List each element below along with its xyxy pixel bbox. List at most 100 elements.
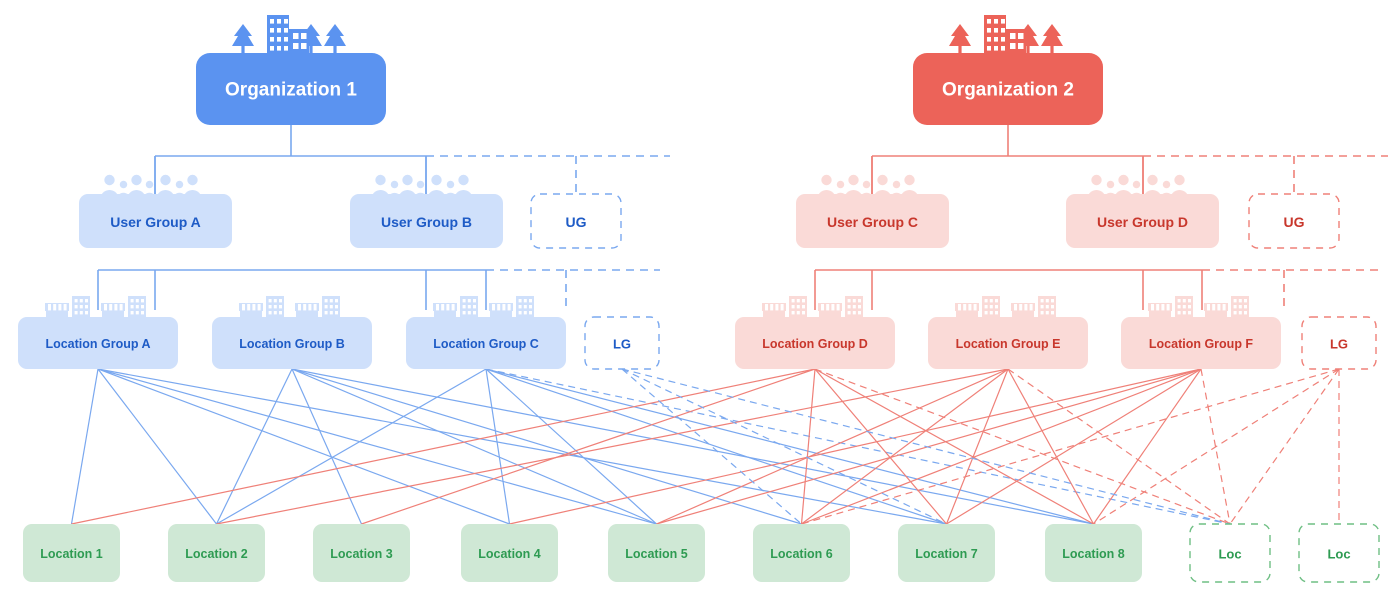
- location-group-node[interactable]: Location Group E: [928, 317, 1088, 369]
- mesh-link: [485, 368, 511, 525]
- location-placeholder-box[interactable]: [1298, 523, 1380, 583]
- node-label: Location Group B: [239, 337, 345, 351]
- mesh-link: [814, 368, 947, 525]
- user-group-node[interactable]: User Group B: [350, 194, 503, 248]
- node-label: Location Group F: [1149, 337, 1254, 351]
- location-node-box[interactable]: [461, 524, 558, 582]
- location-group-node[interactable]: Location Group C: [406, 317, 566, 369]
- mesh-link: [361, 368, 816, 525]
- location-group-node-box[interactable]: [735, 317, 895, 369]
- user-group-node[interactable]: User Group A: [79, 194, 232, 248]
- mesh-link: [656, 368, 1202, 525]
- location-placeholder[interactable]: Loc: [1189, 523, 1271, 583]
- node-label: Organization 2: [942, 80, 1074, 101]
- hierarchy-bus: [814, 269, 1378, 310]
- location-group-node[interactable]: Location Group A: [18, 317, 178, 369]
- organization-node[interactable]: Organization 2: [913, 53, 1103, 125]
- mesh-link: [215, 368, 293, 525]
- location-node[interactable]: Location 3: [313, 524, 410, 582]
- node-label: User Group A: [110, 214, 201, 230]
- location-group-node[interactable]: Location Group F: [1121, 317, 1281, 369]
- mesh-link: [291, 368, 802, 525]
- node-label: UG: [566, 214, 587, 230]
- location-group-placeholder-box[interactable]: [1301, 316, 1377, 370]
- node-label: Organization 1: [225, 80, 357, 101]
- location-node-box[interactable]: [753, 524, 850, 582]
- organization-node-box[interactable]: [913, 53, 1103, 125]
- node-label: Loc: [1327, 547, 1350, 562]
- node-label: Location 7: [915, 547, 978, 561]
- location-node-box[interactable]: [313, 524, 410, 582]
- node-label: LG: [1330, 337, 1348, 352]
- location-node[interactable]: Location 8: [1045, 524, 1142, 582]
- location-node-box[interactable]: [608, 524, 705, 582]
- node-label: Location Group D: [762, 337, 868, 351]
- mesh-link: [801, 368, 1009, 525]
- location-node-box[interactable]: [168, 524, 265, 582]
- location-node[interactable]: Location 2: [168, 524, 265, 582]
- location-node[interactable]: Location 5: [608, 524, 705, 582]
- mesh-link: [97, 368, 947, 525]
- node-label: Location 2: [185, 547, 248, 561]
- node-label: Location 5: [625, 547, 688, 561]
- organization-node-box[interactable]: [196, 53, 386, 125]
- location-group-placeholder[interactable]: LG: [584, 316, 660, 370]
- location-group-placeholder-box[interactable]: [584, 316, 660, 370]
- node-label: Location 3: [330, 547, 393, 561]
- location-group-placeholder[interactable]: LG: [1301, 316, 1377, 370]
- location-group-node-box[interactable]: [1121, 317, 1281, 369]
- user-group-node[interactable]: User Group D: [1066, 194, 1219, 248]
- location-node-box[interactable]: [898, 524, 995, 582]
- user-group-placeholder-box[interactable]: [530, 193, 622, 249]
- city-skyline-trees-icon: [232, 15, 346, 57]
- store-building-icon: [239, 296, 340, 322]
- user-group-node-box[interactable]: [1066, 194, 1219, 248]
- mesh-link: [485, 368, 1094, 525]
- location-node-box[interactable]: [1045, 524, 1142, 582]
- user-group-node-box[interactable]: [796, 194, 949, 248]
- location-node[interactable]: Location 7: [898, 524, 995, 582]
- mesh-link: [1007, 368, 1095, 525]
- hierarchy-connector-layer: [97, 125, 1388, 310]
- mesh-link: [509, 368, 1202, 525]
- location-group-node-box[interactable]: [406, 317, 566, 369]
- location-node[interactable]: Location 1: [23, 524, 120, 582]
- user-group-node-box[interactable]: [350, 194, 503, 248]
- node-label: User Group D: [1097, 214, 1188, 230]
- mesh-link: [800, 368, 816, 525]
- store-building-icon: [1148, 296, 1249, 322]
- mesh-link: [1229, 368, 1340, 525]
- location-group-node[interactable]: Location Group B: [212, 317, 372, 369]
- location-node-box[interactable]: [23, 524, 120, 582]
- location-group-node-box[interactable]: [928, 317, 1088, 369]
- organization-node[interactable]: Organization 1: [196, 53, 386, 125]
- location-node[interactable]: Location 6: [753, 524, 850, 582]
- user-group-node[interactable]: User Group C: [796, 194, 949, 248]
- location-placeholder[interactable]: Loc: [1298, 523, 1380, 583]
- mesh-link: [945, 368, 1009, 525]
- node-label: Location 6: [770, 547, 833, 561]
- node-label: UG: [1284, 214, 1305, 230]
- user-group-node-box[interactable]: [79, 194, 232, 248]
- mesh-link: [485, 368, 1231, 525]
- location-group-node-box[interactable]: [18, 317, 178, 369]
- mesh-connector-layer: [70, 368, 1340, 525]
- location-group-node[interactable]: Location Group D: [735, 317, 895, 369]
- node-label: Location Group C: [433, 337, 539, 351]
- node-label: Location 4: [478, 547, 541, 561]
- node-label: Location Group E: [956, 337, 1061, 351]
- node-label: User Group B: [381, 214, 472, 230]
- user-group-placeholder[interactable]: UG: [530, 193, 622, 249]
- store-building-icon: [762, 296, 863, 322]
- user-group-placeholder-box[interactable]: [1248, 193, 1340, 249]
- mesh-link: [814, 368, 1231, 525]
- user-group-placeholder[interactable]: UG: [1248, 193, 1340, 249]
- mesh-link: [946, 368, 1202, 525]
- node-label: Loc: [1218, 547, 1241, 562]
- location-placeholder-box[interactable]: [1189, 523, 1271, 583]
- mesh-link: [621, 368, 802, 525]
- store-building-icon: [955, 296, 1056, 322]
- location-group-node-box[interactable]: [212, 317, 372, 369]
- location-node[interactable]: Location 4: [461, 524, 558, 582]
